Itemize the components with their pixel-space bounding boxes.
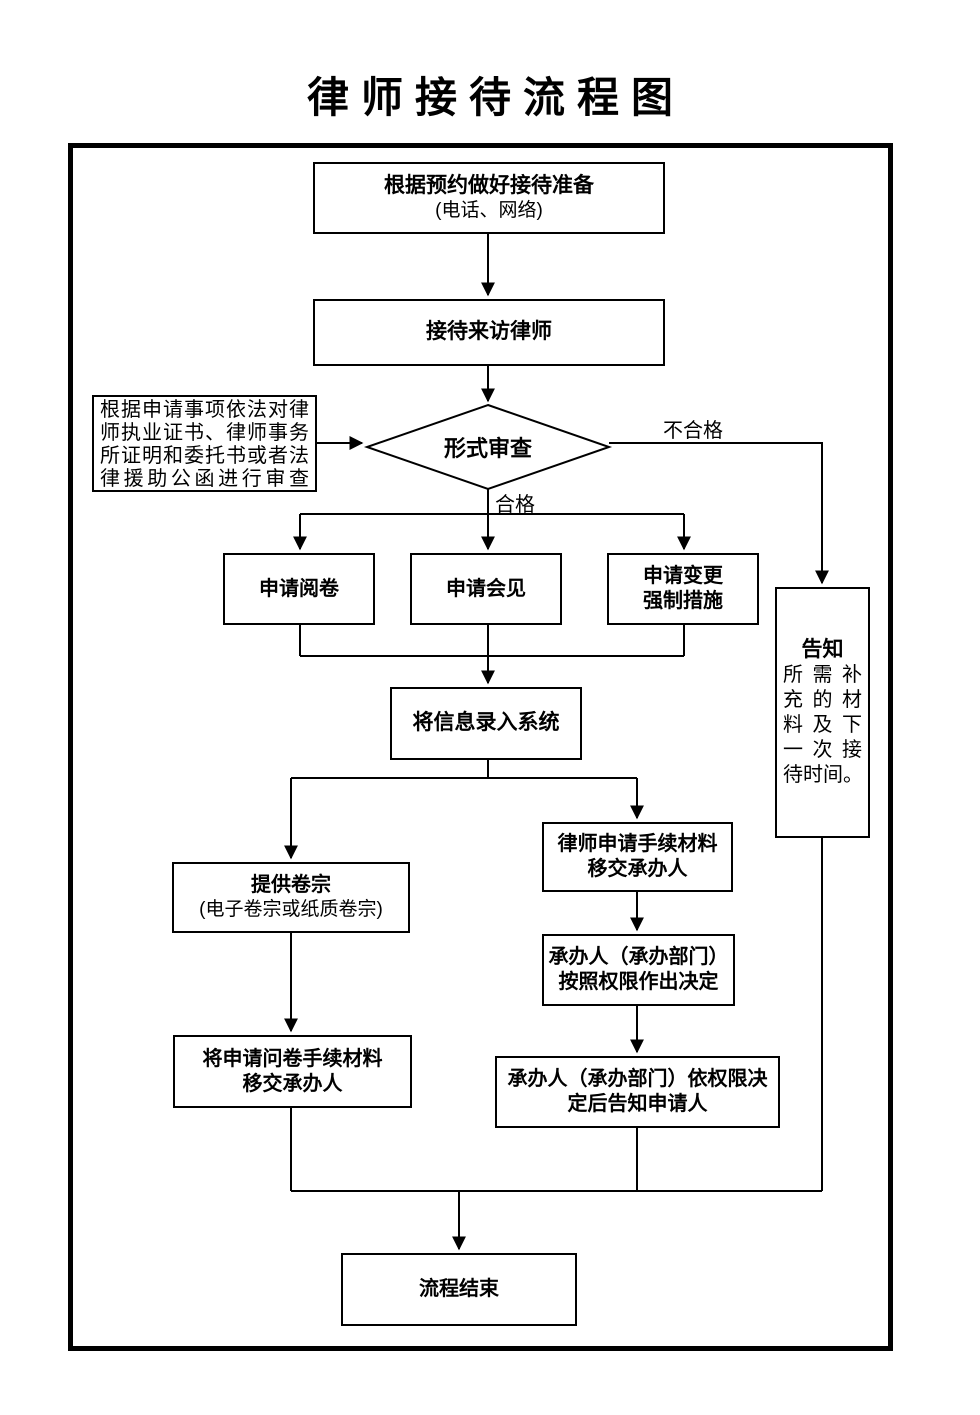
node-handler-notify-line1: 承办人（承办部门）依权限决 — [507, 1068, 768, 1090]
node-transfer-questionnaire: 将申请问卷手续材料 移交承办人 — [173, 1035, 412, 1108]
basis-line-3: 所证明和委托书或者法 — [100, 445, 309, 467]
flowchart-frame — [68, 143, 893, 1351]
decision-diamond-shape — [363, 403, 613, 491]
node-handler-decision-line2: 按照权限作出决定 — [558, 971, 719, 993]
node-handler-notify: 承办人（承办部门）依权限决 定后告知申请人 — [495, 1056, 780, 1128]
node-provide-files: 提供卷宗 (电子卷宗或纸质卷宗) — [172, 862, 410, 933]
node-handler-notify-line2: 定后告知申请人 — [567, 1093, 708, 1115]
node-provide-files-line2: (电子卷宗或纸质卷宗) — [199, 899, 383, 921]
edge-label-fail: 不合格 — [663, 420, 723, 442]
node-prepare: 根据预约做好接待准备 (电话、网络) — [313, 162, 665, 234]
node-apply-change-line2: 强制措施 — [643, 590, 723, 612]
node-transfer-questionnaire-line2: 移交承办人 — [242, 1072, 343, 1095]
node-handler-decision-line1: 承办人（承办部门） — [548, 946, 729, 968]
node-transfer-materials: 律师申请手续材料 移交承办人 — [542, 822, 733, 892]
inform-line-4: 一次接 — [783, 739, 862, 761]
node-apply-change: 申请变更 强制措施 — [607, 553, 759, 625]
node-reception-label: 接待来访律师 — [426, 320, 552, 344]
node-provide-files-line1: 提供卷宗 — [251, 874, 331, 897]
node-apply-reading-label: 申请阅卷 — [259, 577, 339, 600]
node-inform-supplement: 告知 所需补 充的材 料及下 一次接 待时间。 — [775, 587, 870, 838]
node-handler-decision: 承办人（承办部门） 按照权限作出决定 — [542, 934, 735, 1006]
node-apply-meeting-label: 申请会见 — [446, 577, 526, 600]
node-apply-meeting: 申请会见 — [410, 553, 562, 625]
node-end: 流程结束 — [341, 1253, 577, 1326]
node-inform-title: 告知 — [801, 638, 844, 661]
basis-line-4: 律援助公函进行审查 — [100, 468, 309, 490]
inform-line-3: 料及下 — [783, 714, 862, 736]
decision-formal-review-label: 形式审查 — [443, 436, 532, 461]
node-transfer-questionnaire-line1: 将申请问卷手续材料 — [202, 1047, 383, 1070]
node-transfer-materials-line1: 律师申请手续材料 — [557, 833, 718, 855]
edge-label-pass: 合格 — [495, 494, 535, 516]
node-reception: 接待来访律师 — [313, 299, 665, 366]
node-transfer-materials-line2: 移交承办人 — [587, 858, 688, 880]
page-title: 律师接待流程图 — [306, 74, 685, 121]
inform-line-2: 充的材 — [783, 689, 862, 711]
inform-line-1: 所需补 — [783, 664, 862, 686]
node-end-label: 流程结束 — [419, 1278, 499, 1300]
node-review-basis: 根据申请事项依法对律 师执业证书、律师事务 所证明和委托书或者法 律援助公函进行… — [92, 395, 317, 492]
inform-line-5: 待时间。 — [783, 764, 863, 786]
node-input-system: 将信息录入系统 — [390, 687, 582, 760]
node-prepare-line1: 根据预约做好接待准备 — [384, 174, 594, 197]
node-input-system-label: 将信息录入系统 — [412, 711, 560, 735]
node-apply-change-line1: 申请变更 — [643, 565, 723, 587]
node-apply-reading: 申请阅卷 — [223, 553, 375, 625]
connector-lines — [284, 234, 829, 1251]
node-prepare-line2: (电话、网络) — [435, 200, 543, 222]
basis-line-2: 师执业证书、律师事务 — [100, 422, 309, 444]
basis-line-1: 根据申请事项依法对律 — [100, 399, 309, 421]
